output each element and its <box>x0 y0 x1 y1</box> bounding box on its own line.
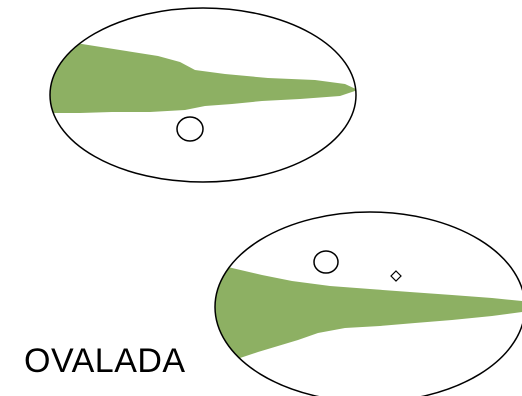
caption-label: OVALADA <box>24 342 186 381</box>
oval-upper <box>40 8 358 182</box>
oval-upper-fill <box>40 40 358 113</box>
oval-lower-circle <box>314 251 338 273</box>
oval-lower-fill <box>212 262 522 362</box>
oval-upper-circle <box>177 117 203 141</box>
oval-lower <box>212 212 522 396</box>
oval-lower-diamond <box>391 271 401 281</box>
